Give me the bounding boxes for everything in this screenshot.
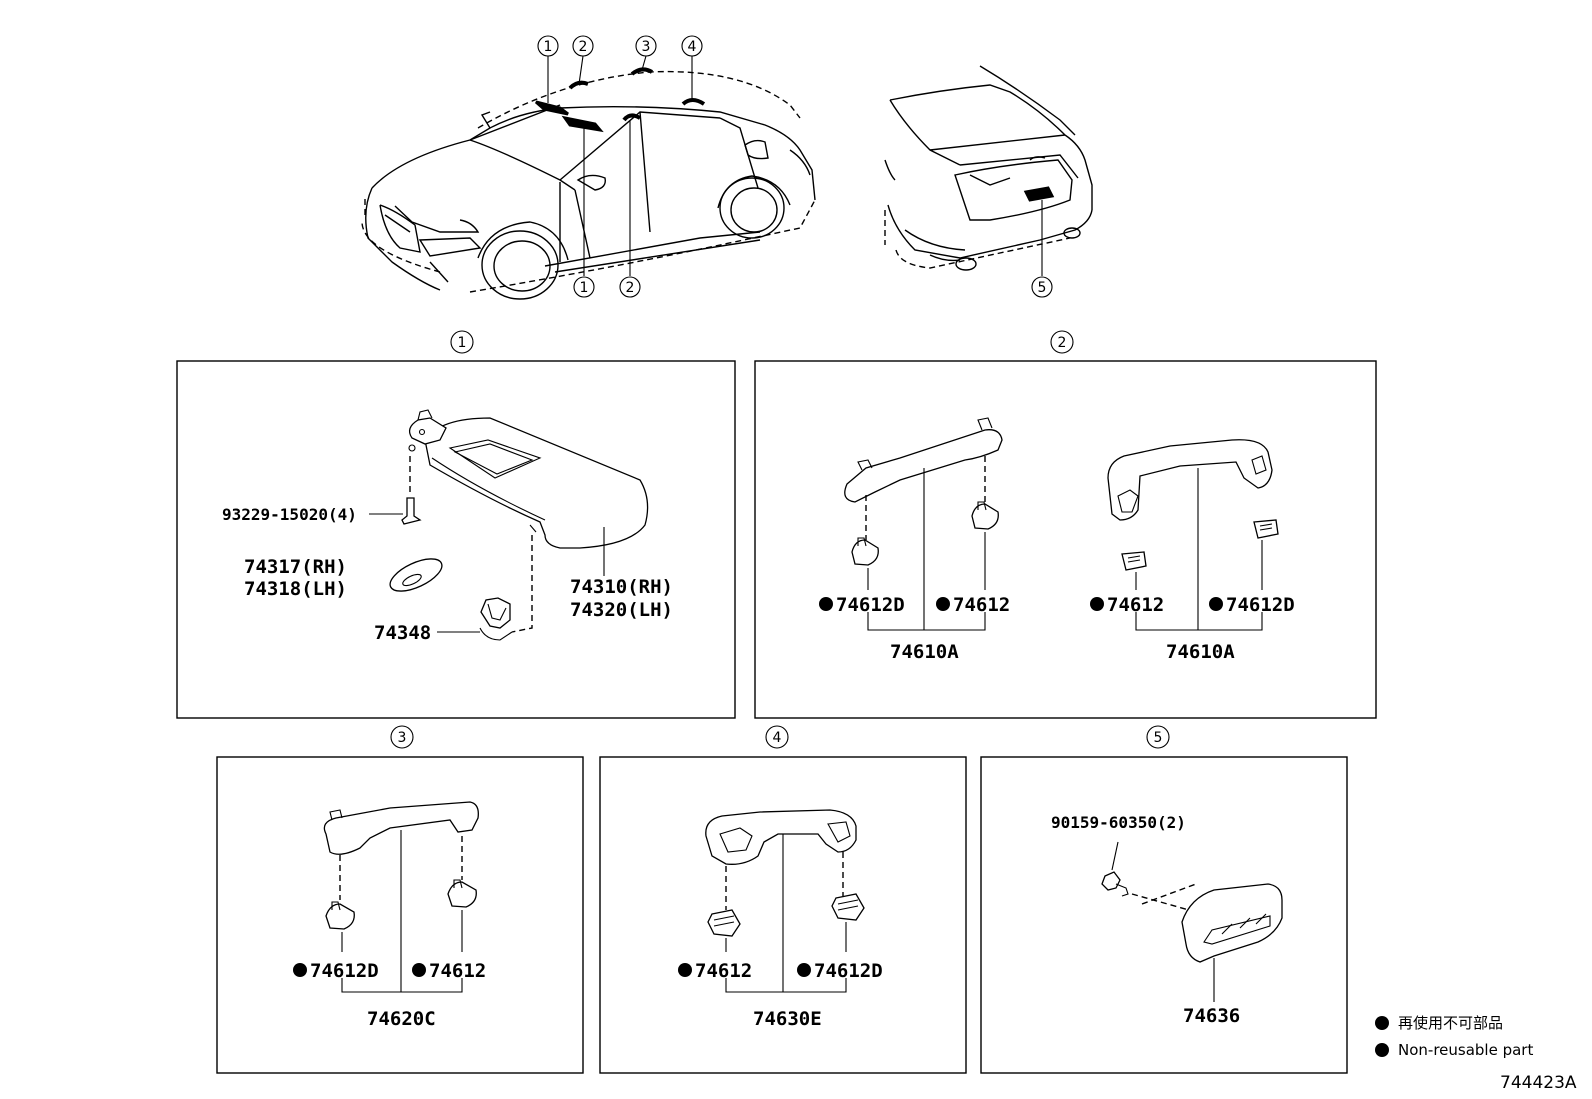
non-reusable-bullet-icon: [1375, 1016, 1389, 1030]
part-74610a-left: 74610A: [890, 641, 959, 663]
callout-1b-label: 1: [580, 280, 589, 296]
svg-text:4: 4: [773, 730, 782, 746]
legend-japanese: 再使用不可部品: [1398, 1014, 1503, 1032]
legend: 再使用不可部品 Non-reusable part: [1375, 1014, 1533, 1059]
part-74636: 74636: [1183, 1005, 1240, 1027]
part-74612-p3: 74612: [429, 960, 486, 982]
part-74612d-right: 74612D: [1226, 594, 1295, 616]
part-74612-p4: 74612: [695, 960, 752, 982]
panel-1-sun-visor: 93229-15020(4) 74317(RH) 74318(LH) 74348…: [176, 360, 736, 719]
car-front-view: [361, 55, 816, 300]
panel-3-assist-grip: 74612D 74612 74620C: [216, 756, 584, 1074]
non-reusable-bullet-icon: [1375, 1043, 1389, 1057]
diagram-reference: 744423A: [1500, 1073, 1577, 1093]
car-callouts: 1 2 3 4 1 2 5: [537, 35, 1053, 298]
car-rear-view: [884, 65, 1093, 276]
part-74620c: 74620C: [367, 1008, 436, 1030]
legend-english: Non-reusable part: [1398, 1041, 1533, 1059]
callout-3-label: 3: [642, 39, 651, 55]
svg-text:3: 3: [398, 730, 407, 746]
panel-callouts: 1 2 3 4 5: [390, 330, 1170, 749]
callout-2b-label: 2: [626, 280, 635, 296]
part-74612d-p4: 74612D: [814, 960, 883, 982]
part-74612d-p3: 74612D: [310, 960, 379, 982]
part-74610a-right: 74610A: [1166, 641, 1235, 663]
svg-text:2: 2: [1058, 335, 1067, 351]
callout-5-label: 5: [1038, 280, 1047, 296]
svg-text:1: 1: [458, 335, 467, 351]
svg-text:5: 5: [1154, 730, 1163, 746]
panel-5-back-door-handle: 90159-60350(2) 74636: [980, 756, 1348, 1074]
callout-1-label: 1: [544, 39, 553, 55]
part-90159-60350: 90159-60350(2): [1051, 813, 1186, 832]
part-74612-left: 74612: [953, 594, 1010, 616]
part-74612-right: 74612: [1107, 594, 1164, 616]
part-74630e: 74630E: [753, 1008, 822, 1030]
part-74318-lh: 74318(LH): [244, 578, 347, 600]
callout-2-label: 2: [579, 39, 588, 55]
panel-2-assist-grips: 74612D 74612 74610A 74612 74612D 74610A: [754, 360, 1377, 719]
part-74612d-left: 74612D: [836, 594, 905, 616]
part-93229-15020: 93229-15020(4): [222, 505, 357, 524]
part-74310-rh: 74310(RH): [570, 576, 673, 598]
panel-4-assist-grip: 74612 74612D 74630E: [599, 756, 967, 1074]
part-74320-lh: 74320(LH): [570, 599, 673, 621]
callout-4-label: 4: [688, 39, 697, 55]
part-74348: 74348: [374, 622, 431, 644]
part-74317-rh: 74317(RH): [244, 556, 347, 578]
